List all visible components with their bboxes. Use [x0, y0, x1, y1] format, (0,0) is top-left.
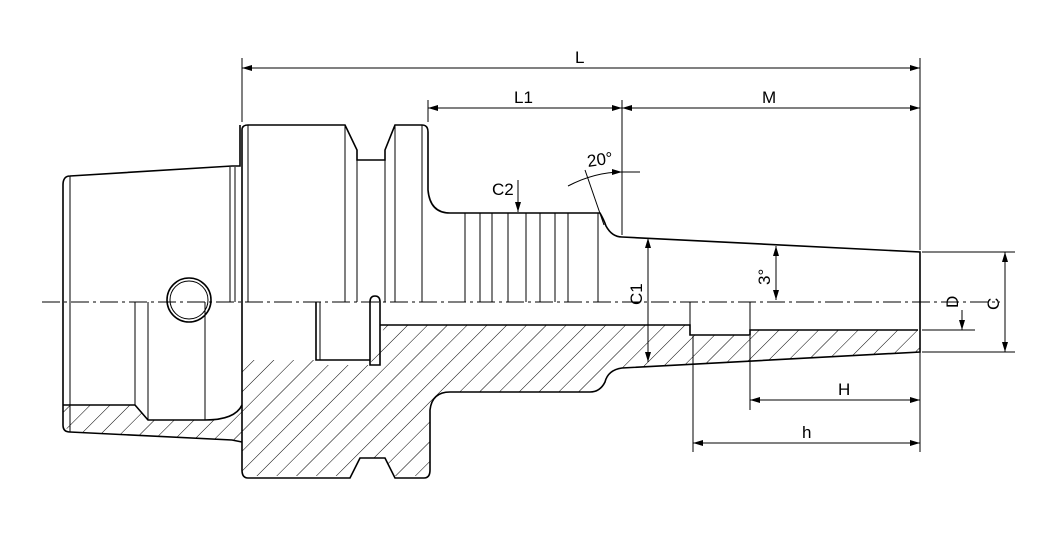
dim-D: D [943, 296, 962, 308]
dim-L: L [575, 48, 584, 67]
dim-M: M [762, 88, 776, 107]
dim-h: h [802, 423, 811, 442]
dimension-labels: L L1 M C2 20° C1 3° D C H h [492, 48, 1003, 442]
dim-C1: C1 [627, 283, 646, 305]
dim-L1: L1 [514, 88, 533, 107]
part-outline [62, 124, 921, 479]
dim-C2: C2 [492, 180, 514, 199]
dimensions [241, 58, 1015, 452]
dim-angle-20: 20° [586, 149, 614, 171]
dim-H: H [838, 380, 850, 399]
dim-C: C [984, 298, 1003, 310]
dim-angle-3: 3° [755, 269, 774, 285]
